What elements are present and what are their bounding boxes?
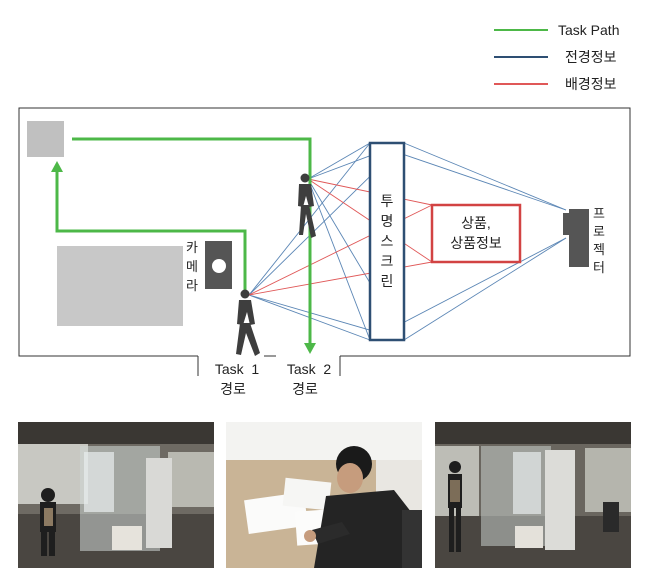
projector-body	[569, 209, 589, 267]
person-icon-upper	[298, 173, 316, 238]
product-box	[430, 203, 522, 264]
table-block	[57, 246, 183, 326]
camera-lens	[212, 259, 226, 273]
photo-person-at-screen	[18, 422, 214, 568]
projector-label-2: 로	[593, 224, 605, 239]
projector-label-1: 프	[593, 206, 605, 221]
task2-path	[72, 137, 312, 345]
task2-label-line1: Task 2	[287, 361, 332, 377]
legend-background-label: 배경정보	[565, 76, 617, 92]
product-label-2: 상품정보	[450, 235, 502, 251]
legend-task-path-label: Task Path	[558, 22, 619, 38]
task1-label-line1: Task 1	[215, 361, 260, 377]
product-label-1: 상품,	[461, 215, 491, 231]
photo-person-standing	[435, 422, 631, 568]
legend: Task Path 전경정보 배경정보	[494, 22, 619, 92]
task1-label-line2: 경로	[220, 381, 246, 397]
projector-label-4: 터	[593, 260, 605, 275]
photo-person-writing	[226, 422, 422, 568]
screen-label-2: 명	[381, 213, 394, 229]
camera-label-1: 카	[186, 240, 198, 255]
screen-label-4: 크	[381, 253, 394, 269]
camera-label-3: 라	[186, 278, 198, 293]
projector-lens	[563, 213, 573, 235]
screen-label-5: 린	[381, 273, 394, 289]
task1-arrowhead	[51, 161, 63, 172]
legend-foreground-label: 전경정보	[565, 49, 617, 65]
target-box	[27, 121, 64, 157]
person-icon-lower	[236, 289, 260, 356]
transparent-screen	[368, 141, 406, 342]
projector-label-3: 젝	[593, 242, 605, 257]
task2-arrowhead	[304, 343, 316, 354]
camera-label-2: 메	[186, 259, 198, 274]
screen-label-3: 스	[381, 233, 394, 249]
task2-label-line2: 경로	[292, 381, 318, 397]
room-outline	[18, 107, 631, 357]
floor-plan-diagram: 카 메 라 투 명 스 크 린 상품, 상품정보 프 로 젝 터	[18, 107, 631, 397]
screen-label-1: 투	[381, 193, 394, 209]
task1-path	[55, 168, 247, 298]
